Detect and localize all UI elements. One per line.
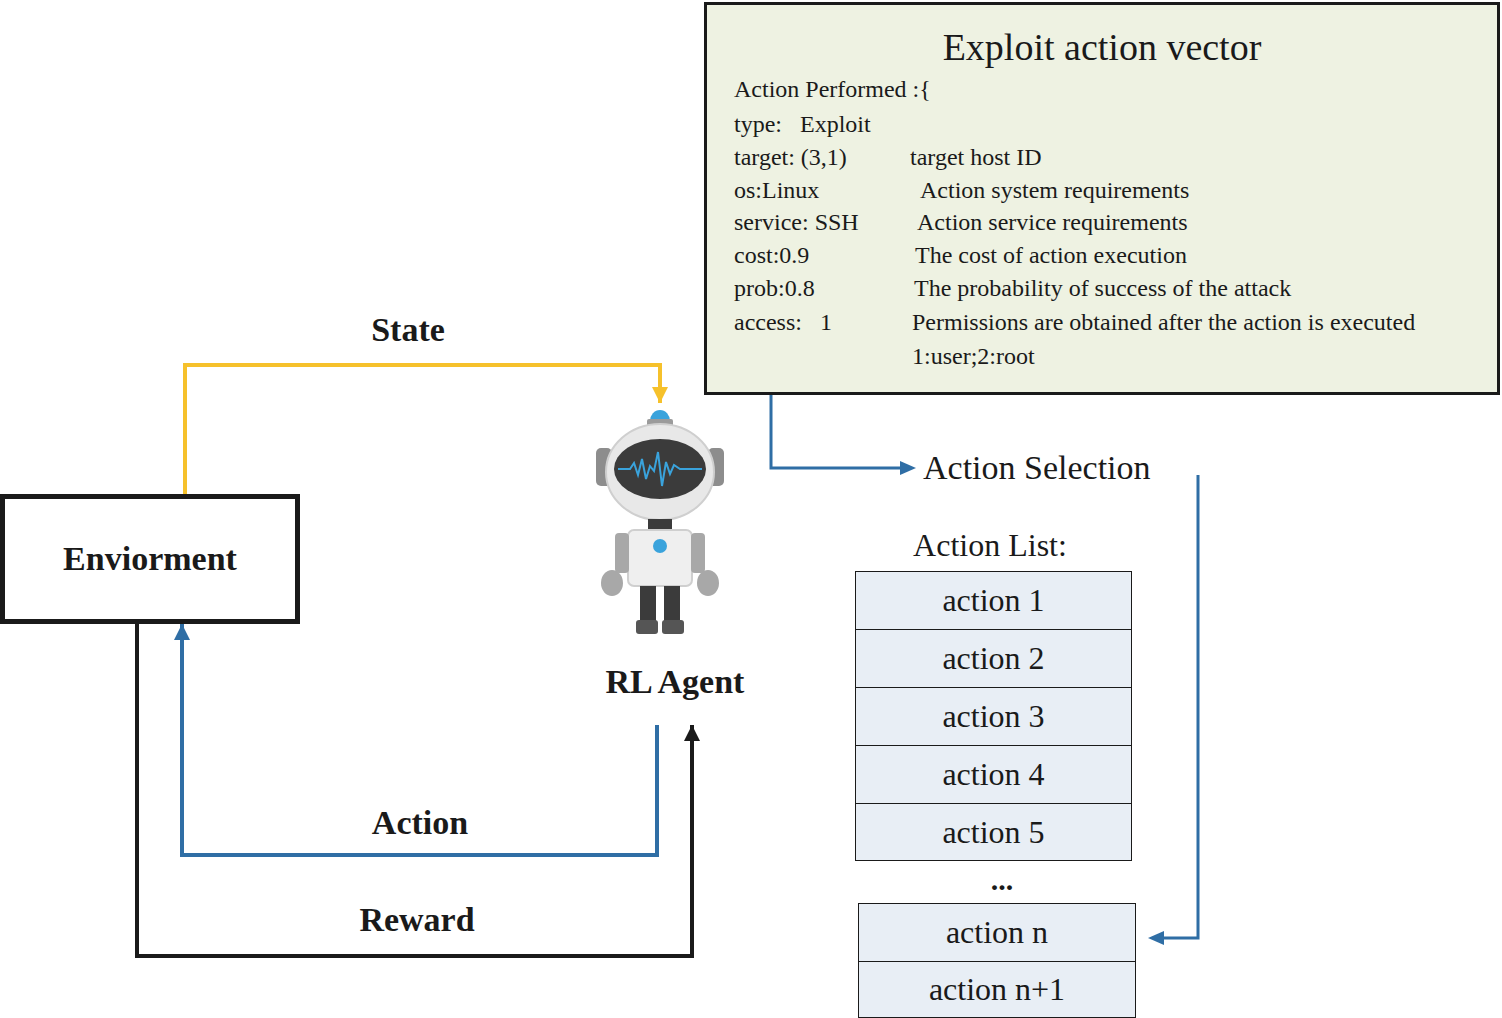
action-box: action n+1 <box>858 961 1136 1018</box>
field-text: cost:0.9 <box>734 238 809 272</box>
environment-box: Enviorment <box>0 494 300 624</box>
action-label: action 1 <box>856 572 1131 629</box>
edge-label: State <box>371 310 445 351</box>
robot-visor <box>614 439 706 499</box>
action-label: action 2 <box>856 630 1131 687</box>
field-text: service: SSH <box>734 205 859 239</box>
action-box: action 3 <box>855 687 1132 746</box>
field-text: Action Performed :{ <box>734 72 931 106</box>
selection-arrow <box>1162 475 1198 938</box>
field-description: target host ID <box>910 140 1042 174</box>
ellipsis: ... <box>991 862 1014 898</box>
action-label: action 5 <box>856 804 1131 860</box>
edge-label: Reward <box>359 900 474 941</box>
action-box: action n <box>858 903 1136 962</box>
robot-leg <box>664 586 680 624</box>
flow-arrow <box>137 624 692 956</box>
action-box: action 1 <box>855 571 1132 630</box>
action-label: action n <box>859 904 1135 961</box>
field-description: Action service requirements <box>917 205 1188 239</box>
action-box: action 5 <box>855 803 1132 861</box>
arrow-head <box>1148 931 1164 945</box>
action-label: action 3 <box>856 688 1131 745</box>
action-box: action 2 <box>855 629 1132 688</box>
flow-arrow <box>185 365 660 494</box>
robot-hand <box>601 570 623 596</box>
robot-wave <box>618 452 702 486</box>
robot-arm <box>691 533 705 573</box>
field-description: The cost of action execution <box>915 238 1187 272</box>
field-text: type: Exploit <box>734 107 871 141</box>
action-label: action n+1 <box>859 962 1135 1017</box>
field-description: Action system requirements <box>920 173 1189 207</box>
robot-arm <box>615 533 629 573</box>
field-text: os:Linux <box>734 173 819 207</box>
robot-leg <box>640 586 656 624</box>
action-box: action 4 <box>855 745 1132 804</box>
action-label: action 4 <box>856 746 1131 803</box>
edge-label: Action <box>372 803 468 844</box>
field-text: access: 1 <box>734 305 832 339</box>
robot-hand <box>697 570 719 596</box>
environment-label: Enviorment <box>5 499 295 619</box>
field-text: prob:0.8 <box>734 271 815 305</box>
robot-light <box>653 539 667 553</box>
robot-foot <box>662 620 684 634</box>
selection-arrow <box>771 395 902 468</box>
action-vector-box: Exploit action vectorAction Performed :{… <box>704 2 1500 395</box>
field-text: target: (3,1) <box>734 140 847 174</box>
robot-head <box>606 424 714 520</box>
robot-foot <box>636 620 658 634</box>
selection-label: Action Selection <box>923 448 1151 489</box>
box-heading: Exploit action vector <box>707 25 1497 69</box>
robot-body <box>628 530 692 586</box>
robot-illustration <box>596 410 724 634</box>
agent-label: RL Agent <box>590 662 760 702</box>
arrow-head <box>900 461 916 475</box>
field-description: Permissions are obtained after the actio… <box>912 305 1492 373</box>
agent-node: RL Agent <box>590 403 760 725</box>
flow-arrow <box>182 624 657 855</box>
list-heading: Action List: <box>913 526 1067 564</box>
field-description: The probability of success of the attack <box>914 271 1291 305</box>
